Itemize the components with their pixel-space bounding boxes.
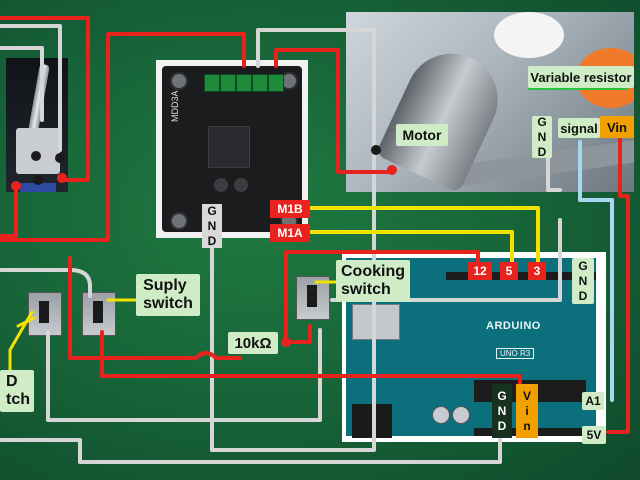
junction-dot [33, 175, 43, 185]
screw-terminal [252, 74, 268, 92]
pin-3-label: 3 [528, 262, 546, 280]
junction-dot [57, 173, 67, 183]
white-wire [0, 46, 44, 122]
capacitor [214, 178, 228, 192]
driver-pcb: MDD3A [162, 66, 302, 232]
resistor-label: 10kΩ [228, 332, 278, 354]
signal-wire [578, 140, 614, 402]
motor-driver-photo: MDD3A [156, 60, 308, 238]
red-wire [0, 190, 18, 238]
vin-wire [606, 136, 630, 434]
red-wire [274, 48, 394, 174]
junction-dot [281, 337, 291, 347]
white-gear [494, 12, 564, 58]
mount-hole [170, 72, 188, 90]
capacitor [234, 178, 248, 192]
motor-label: Motor [396, 124, 448, 146]
red-wire [0, 16, 90, 182]
5v-label: 5V [582, 426, 606, 444]
m1a-wire [288, 230, 514, 266]
vr-gnd-label: GND [532, 115, 552, 160]
variable-resistor-label: Variable resistor [528, 66, 634, 88]
driver-chip [208, 126, 250, 168]
driver-gnd-label: GND [202, 204, 222, 249]
arduino-logo-text: ARDUINO [486, 320, 541, 332]
arduino-vin-label: Vin [516, 384, 538, 438]
red-wire [284, 250, 480, 344]
m1a-label: M1A [270, 224, 310, 242]
junction-dot [31, 151, 41, 161]
led-switch-label: D tch [0, 370, 34, 412]
junction-dot [11, 181, 21, 191]
pin-12-label: 12 [468, 262, 492, 280]
toggle-plate [16, 128, 60, 174]
white-wire [0, 418, 502, 464]
white-wire [0, 268, 92, 298]
screw-terminal [220, 74, 236, 92]
toggle-switch-photo [6, 58, 68, 192]
arduino-gnd-top-label: GND [572, 258, 594, 304]
mount-hole [170, 212, 188, 230]
junction-dot [387, 165, 397, 175]
variable-resistor-bracket [528, 88, 628, 120]
red-wire [68, 256, 242, 360]
motor-mechanism-photo [346, 12, 634, 192]
capacitor [452, 406, 470, 424]
m1b-wire [288, 206, 540, 266]
supply-switch-label: Suply switch [136, 274, 200, 316]
junction-dot [55, 153, 65, 163]
toggle-body [20, 183, 56, 192]
white-wire [546, 148, 562, 192]
pin-5-label: 5 [500, 262, 518, 280]
arduino-model-text: UNO R3 [496, 348, 535, 359]
led-slide-switch [28, 292, 62, 336]
white-wire [0, 24, 62, 152]
cooking-switch-label: Cooking switch [336, 260, 410, 302]
m1b-label: M1B [270, 200, 310, 218]
red-wire [284, 324, 312, 344]
screw-terminal [268, 74, 284, 92]
vr-vin-label: Vin [600, 116, 634, 138]
screw-terminal [236, 74, 252, 92]
arduino-gnd-bottom-label: GND [492, 384, 512, 438]
junction-dot [371, 145, 381, 155]
vr-signal-label: signal [558, 118, 600, 138]
screw-terminal [204, 74, 220, 92]
red-wire [0, 32, 246, 242]
capacitor [432, 406, 450, 424]
a1-label: A1 [582, 392, 604, 410]
digital-header [446, 272, 596, 280]
